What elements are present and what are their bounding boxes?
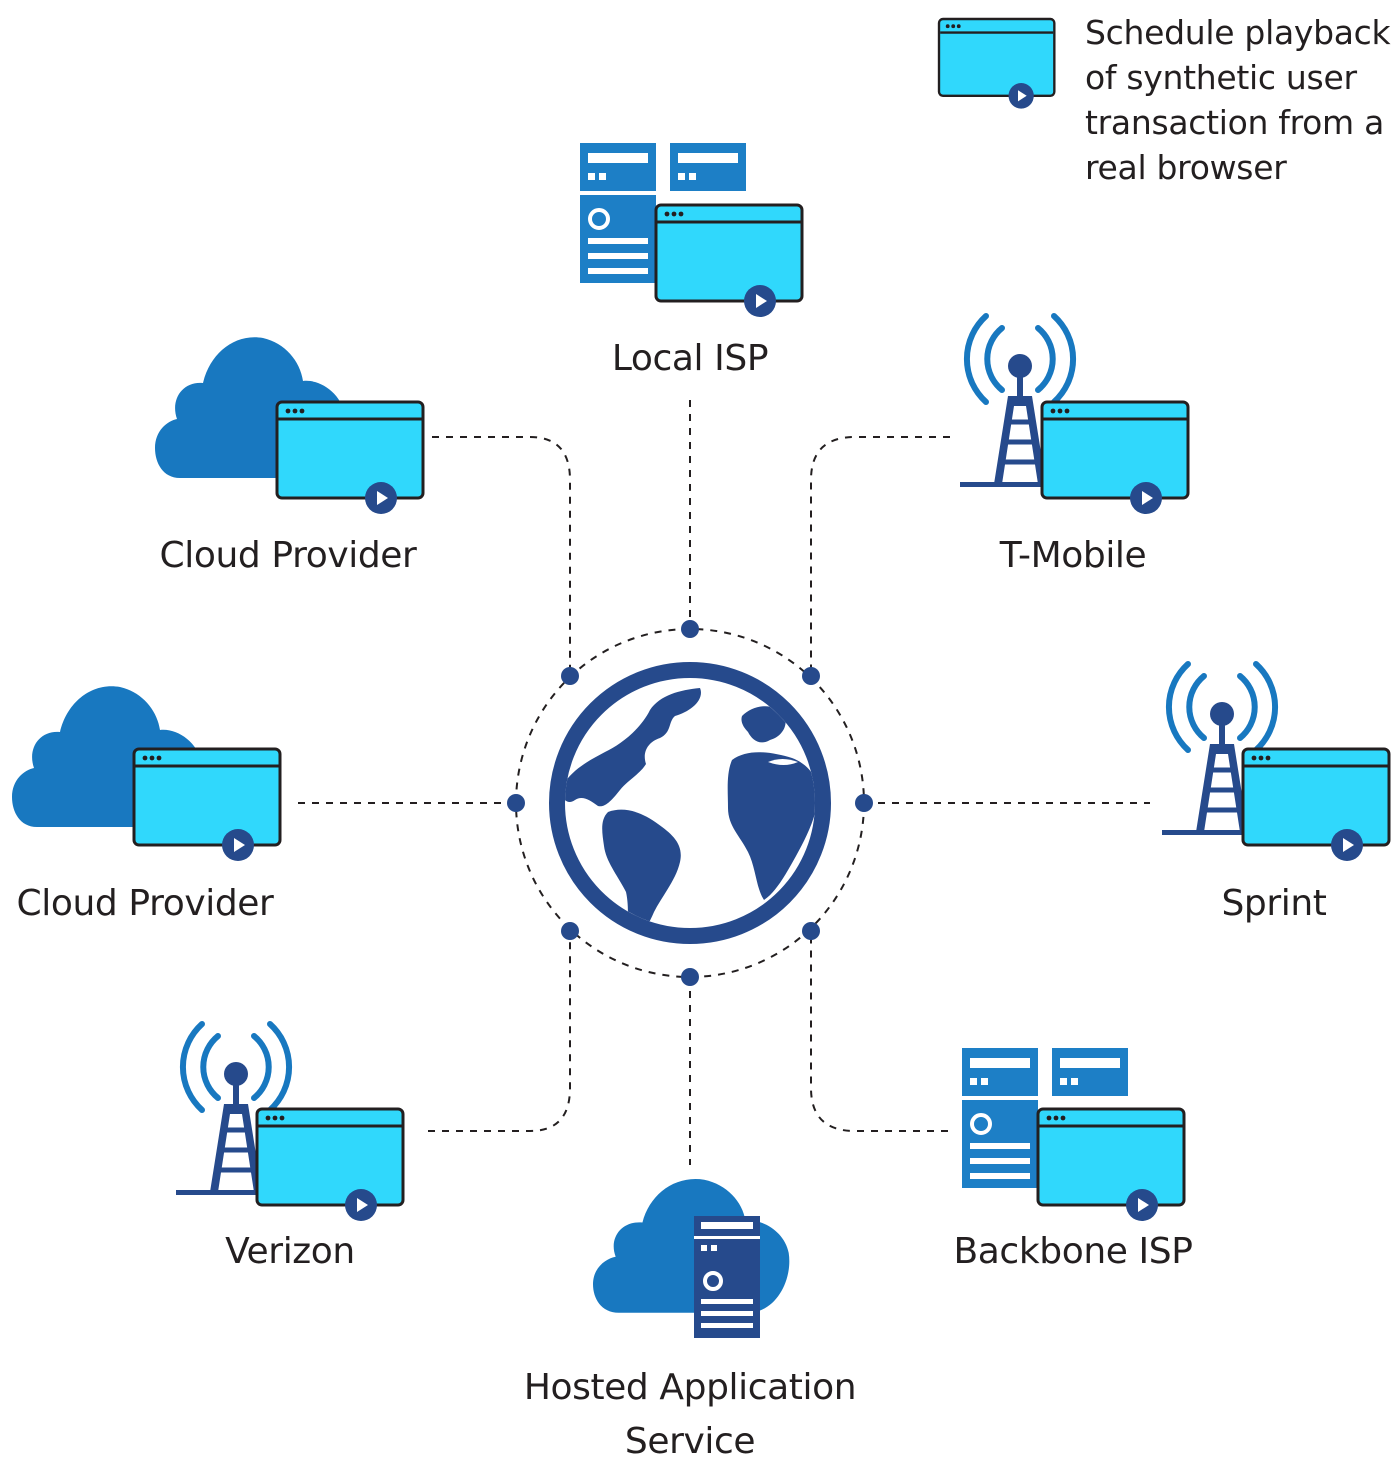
- browser-play-icon: [275, 400, 425, 516]
- legend-line-4: real browser: [1085, 148, 1287, 187]
- legend-line-2: of synthetic user: [1085, 58, 1357, 97]
- node-sprint: Sprint: [1162, 664, 1391, 924]
- junction-dot: [561, 667, 579, 685]
- junction-dot: [802, 922, 820, 940]
- junction-dot: [802, 667, 820, 685]
- junction-dot: [681, 968, 699, 986]
- browser-play-icon: [937, 17, 1056, 110]
- browser-play-icon: [654, 203, 804, 319]
- cloud-server-icon: [593, 1179, 790, 1338]
- legend-line-3: transaction from a: [1085, 103, 1384, 142]
- connectors: [298, 400, 1150, 1165]
- browser-play-icon: [1040, 400, 1190, 516]
- junction-dot: [561, 922, 579, 940]
- junction-dot: [507, 794, 525, 812]
- verizon-label: Verizon: [225, 1231, 355, 1272]
- browser-play-icon: [255, 1107, 405, 1223]
- local-isp-label: Local ISP: [612, 338, 768, 379]
- node-cloud-provider-left: Cloud Provider: [12, 686, 282, 924]
- node-verizon: Verizon: [176, 1024, 405, 1272]
- cloud-provider-top-label: Cloud Provider: [160, 535, 417, 576]
- node-cloud-provider-top: Cloud Provider: [155, 337, 425, 576]
- node-tmobile: T-Mobile: [960, 316, 1190, 576]
- globe-icon: [549, 662, 831, 944]
- node-local-isp: Local ISP: [578, 141, 804, 379]
- connector-tmobile: [810, 436, 950, 676]
- backbone-isp-label: Backbone ISP: [953, 1231, 1192, 1272]
- node-hosted-app: Hosted Application Service: [524, 1179, 857, 1462]
- legend-line-1: Schedule playback: [1085, 13, 1392, 52]
- browser-play-icon: [132, 747, 282, 863]
- connector-cloud-provider-top: [432, 436, 571, 676]
- node-backbone-isp: Backbone ISP: [953, 1046, 1193, 1272]
- junction-dot: [855, 794, 873, 812]
- browser-play-icon: [1036, 1107, 1186, 1223]
- junction-dot: [681, 620, 699, 638]
- connector-backbone-isp: [810, 931, 948, 1132]
- cloud-provider-left-label: Cloud Provider: [17, 883, 274, 924]
- legend: Schedule playback of synthetic user tran…: [937, 13, 1392, 187]
- tmobile-label: T-Mobile: [999, 535, 1147, 576]
- sprint-label: Sprint: [1221, 883, 1326, 924]
- hosted-app-label-line-2: Service: [625, 1421, 755, 1462]
- browser-play-icon: [1241, 747, 1391, 863]
- connector-verizon: [428, 931, 571, 1132]
- hosted-app-label-line-1: Hosted Application: [524, 1367, 856, 1408]
